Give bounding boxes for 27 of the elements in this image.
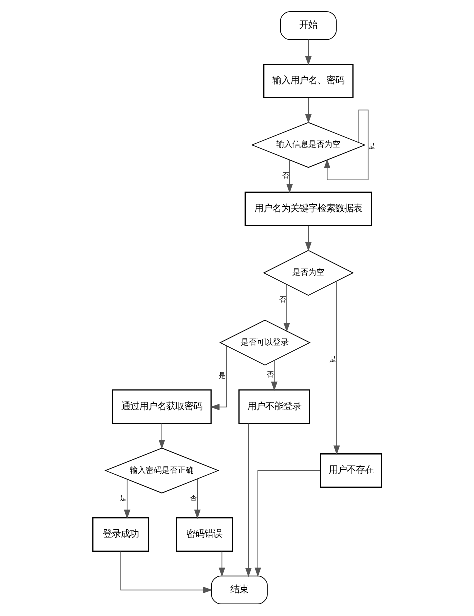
node-box: 输入用户名、密码 (262, 64, 354, 98)
arrow (158, 423, 165, 450)
arrow (124, 479, 130, 520)
node-diamond: 是否为空 (262, 250, 354, 296)
node-box: 结束 (210, 576, 268, 605)
arrow (304, 226, 312, 252)
arrow (333, 280, 340, 456)
node-diamond: 输入密码是否正确 (104, 448, 219, 494)
arrow (270, 360, 278, 392)
arrow (244, 423, 252, 578)
arrow (254, 470, 320, 578)
arrow (218, 551, 225, 578)
node-box: 用户不能登录 (238, 390, 310, 424)
arrow (120, 551, 212, 594)
arrow (194, 478, 200, 520)
arrow (283, 284, 290, 332)
node-box: 通过用户名获取密码 (112, 390, 212, 424)
arrow (304, 98, 312, 124)
arrow (210, 346, 226, 410)
node-box: 登录成功 (92, 518, 149, 552)
node-box: 密码错误 (176, 518, 233, 552)
node-box: 用户不存在 (320, 454, 382, 488)
arrow (286, 160, 293, 194)
node-diamond: 是否可以登录 (219, 320, 310, 366)
arrow (304, 39, 312, 66)
node-box: 开始 (280, 11, 336, 40)
node-box: 用户名为关键字检索数据表 (244, 192, 372, 226)
